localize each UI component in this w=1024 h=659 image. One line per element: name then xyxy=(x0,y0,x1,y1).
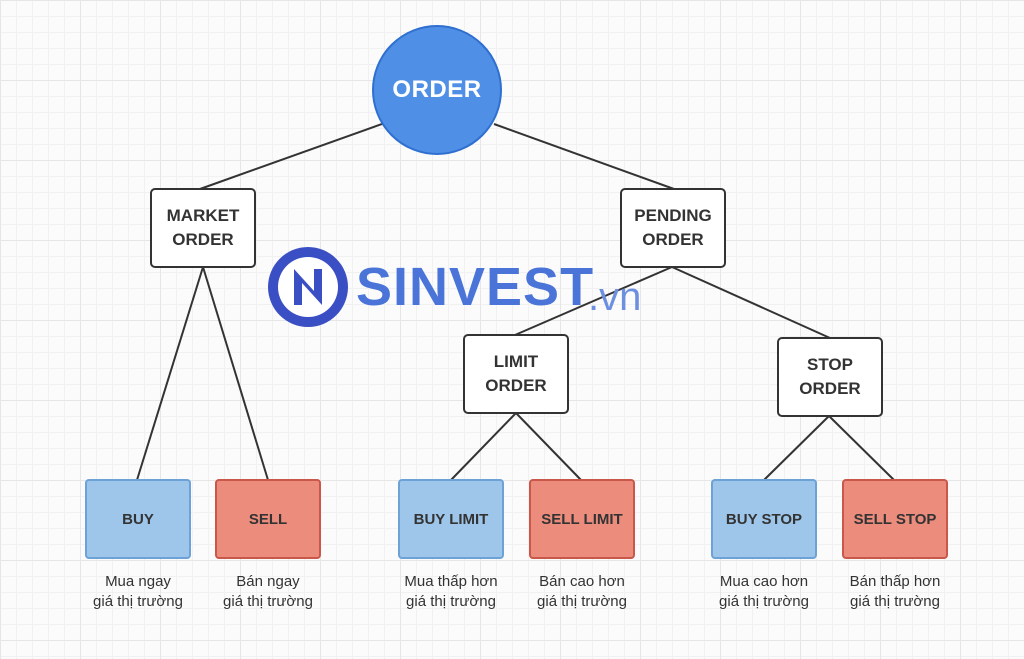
stop-order-node: STOP ORDER xyxy=(777,337,883,417)
edge-order-market xyxy=(199,123,383,190)
buy-desc-line1: Mua ngay xyxy=(105,573,171,590)
edge-market-buy xyxy=(136,266,204,481)
brand-wordmark: SINVEST xyxy=(356,257,595,317)
sell-limit-desc-line1: Bán cao hơn xyxy=(539,573,625,590)
market-order-line2: ORDER xyxy=(172,230,234,249)
sell-limit-description: Bán cao hơn giá thị trường xyxy=(507,572,657,612)
buy-stop-desc-line1: Mua cao hơn xyxy=(719,573,809,590)
sell-stop-description: Bán thấp hơn giá thị trường xyxy=(820,572,970,612)
buy-limit-desc-line2: giá thị trường xyxy=(406,593,496,610)
edge-limit-buylimit xyxy=(450,412,517,481)
stop-order-line2: ORDER xyxy=(799,379,861,398)
buy-limit-description: Mua thấp hơn giá thị trường xyxy=(376,572,526,612)
edge-stop-sellstop xyxy=(828,415,895,481)
buy-node: BUY xyxy=(85,479,191,559)
limit-order-line1: LIMIT xyxy=(493,352,539,371)
buy-desc-line2: giá thị trường xyxy=(93,593,183,610)
limit-order-node: LIMIT ORDER xyxy=(463,334,569,414)
edge-pending-stop xyxy=(671,266,831,339)
limit-order-line2: ORDER xyxy=(485,376,547,395)
sell-stop-desc-line1: Bán thấp hơn xyxy=(849,573,941,590)
sell-limit-node: SELL LIMIT xyxy=(529,479,635,559)
buy-limit-node: BUY LIMIT xyxy=(398,479,504,559)
market-order-line1: MARKET xyxy=(166,206,240,225)
pending-order-line1: PENDING xyxy=(634,206,712,225)
stop-order-line1: STOP xyxy=(807,355,853,374)
sell-description: Bán ngay giá thị trường xyxy=(193,572,343,612)
edge-market-sell xyxy=(202,266,269,481)
pending-order-node: PENDING ORDER xyxy=(620,188,726,268)
sell-stop-desc-line2: giá thị trường xyxy=(850,593,940,610)
sinvest-watermark: SINVEST .vn xyxy=(266,245,656,335)
edge-limit-selllimit xyxy=(515,412,582,481)
sinvest-logo-icon xyxy=(268,247,348,327)
buy-description: Mua ngay giá thị trường xyxy=(63,572,213,612)
edge-order-pending xyxy=(493,123,675,190)
sell-node: SELL xyxy=(215,479,321,559)
edge-stop-buystop xyxy=(763,415,830,481)
market-order-node: MARKET ORDER xyxy=(150,188,256,268)
buy-limit-desc-line1: Mua thấp hơn xyxy=(404,573,498,590)
buy-stop-description: Mua cao hơn giá thị trường xyxy=(689,572,839,612)
sell-desc-line2: giá thị trường xyxy=(223,593,313,610)
sell-limit-desc-line2: giá thị trường xyxy=(537,593,627,610)
brand-tld: .vn xyxy=(588,275,642,319)
sell-stop-node: SELL STOP xyxy=(842,479,948,559)
pending-order-line2: ORDER xyxy=(642,230,704,249)
edge-pending-limit xyxy=(514,266,673,336)
buy-stop-node: BUY STOP xyxy=(711,479,817,559)
buy-stop-desc-line2: giá thị trường xyxy=(719,593,809,610)
order-root-node: ORDER xyxy=(372,25,502,155)
sell-desc-line1: Bán ngay xyxy=(236,573,300,590)
